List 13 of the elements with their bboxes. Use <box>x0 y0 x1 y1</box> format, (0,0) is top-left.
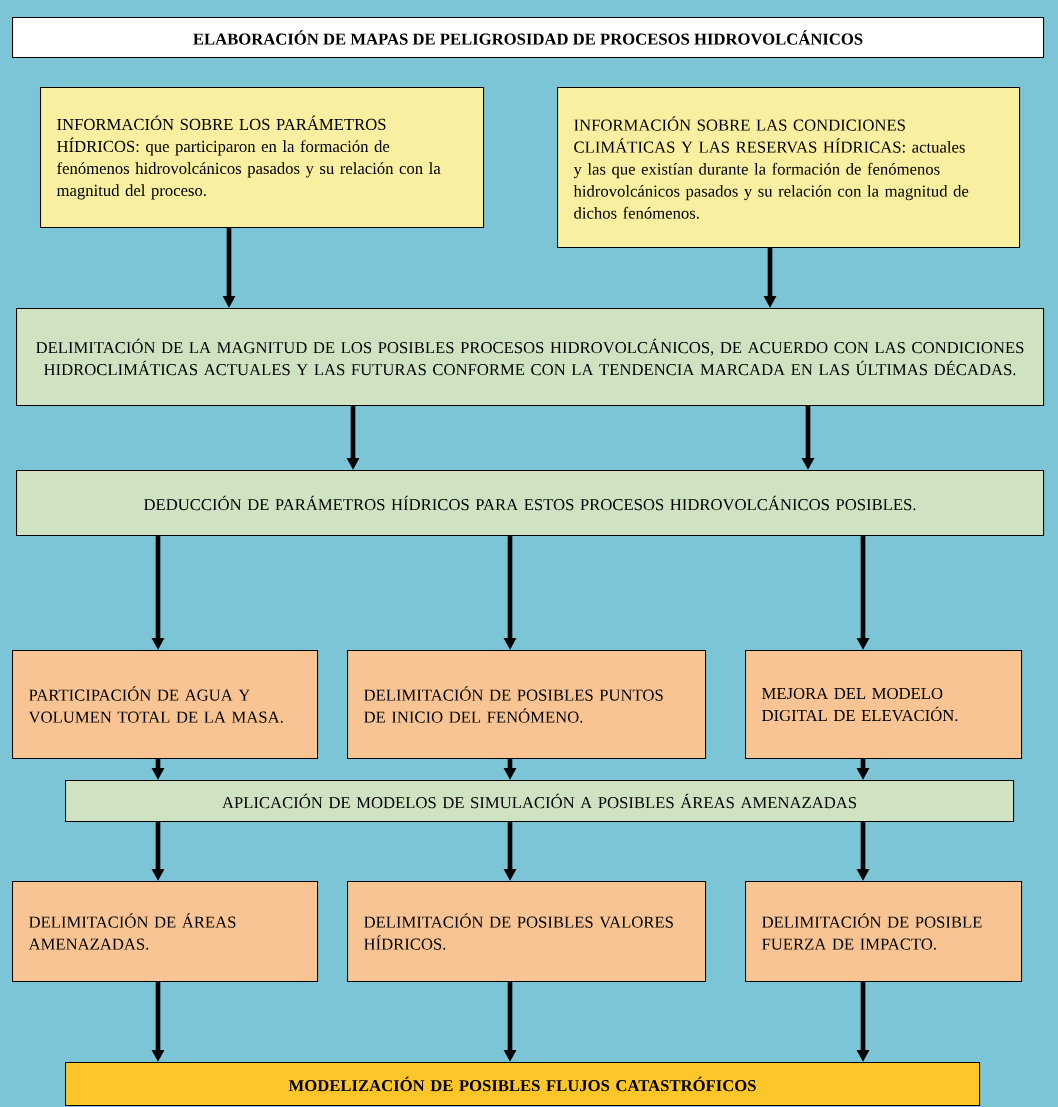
result-box: MODELIZACIÓN DE POSIBLES FLUJOS CATASTRÓFICOS <box>65 1062 981 1107</box>
process-box: PARTICIPACIÓN DE AGUA Y VOLUMEN TOTAL DE LA MASA. <box>12 650 319 760</box>
info-box: INFORMACIÓN SOBRE LAS CONDICIONES CLIMÁTICAS Y LAS RESERVAS HÍDRICAS: actuales y las que existían durante la formación de fenómenos hidrovolcánicos pasados y su relación con la magnitud de dichos fenómenos. <box>557 87 1021 249</box>
process-box: DELIMITACIÓN DE POSIBLES PUNTOS DE INICIO DEL FENÓMENO. <box>347 650 707 760</box>
title-banner: ELABORACIÓN DE MAPAS DE PELIGROSIDAD DE PROCESOS HIDROVOLCÁNICOS <box>12 17 1045 59</box>
process-box: DEDUCCIÓN DE PARÁMETROS HÍDRICOS PARA ESTOS PROCESOS HIDROVOLCÁNICOS POSIBLES. <box>16 470 1045 537</box>
info-box: INFORMACIÓN SOBRE LOS PARÁMETROS HÍDRICOS: que participaron en la formación de fenómenos hidrovolcánicos pasados y su relación con la magnitud del proceso. <box>40 87 485 229</box>
process-box: DELIMITACIÓN DE ÁREAS AMENAZADAS. <box>12 881 319 983</box>
process-box: DELIMITACIÓN DE POSIBLE FUERZA DE IMPACTO. <box>745 881 1023 983</box>
process-box: DELIMITACIÓN DE POSIBLES VALORES HÍDRICOS. <box>347 881 707 983</box>
process-box: DELIMITACIÓN DE LA MAGNITUD DE LOS POSIBLES PROCESOS HIDROVOLCÁNICOS, DE ACUERDO CON LAS CONDICIONES HIDROCLIMÁTICAS ACTUALES Y LAS FUTURAS CONFORME CON LA TENDENCIA MARCADA EN LAS ÚLTIMAS DÉCADAS. <box>16 308 1045 407</box>
process-box: APLICACIÓN DE MODELOS DE SIMULACIÓN A POSIBLES ÁREAS AMENAZADAS <box>65 780 1015 823</box>
process-box: MEJORA DEL MODELO DIGITAL DE ELEVACIÓN. <box>745 650 1023 760</box>
